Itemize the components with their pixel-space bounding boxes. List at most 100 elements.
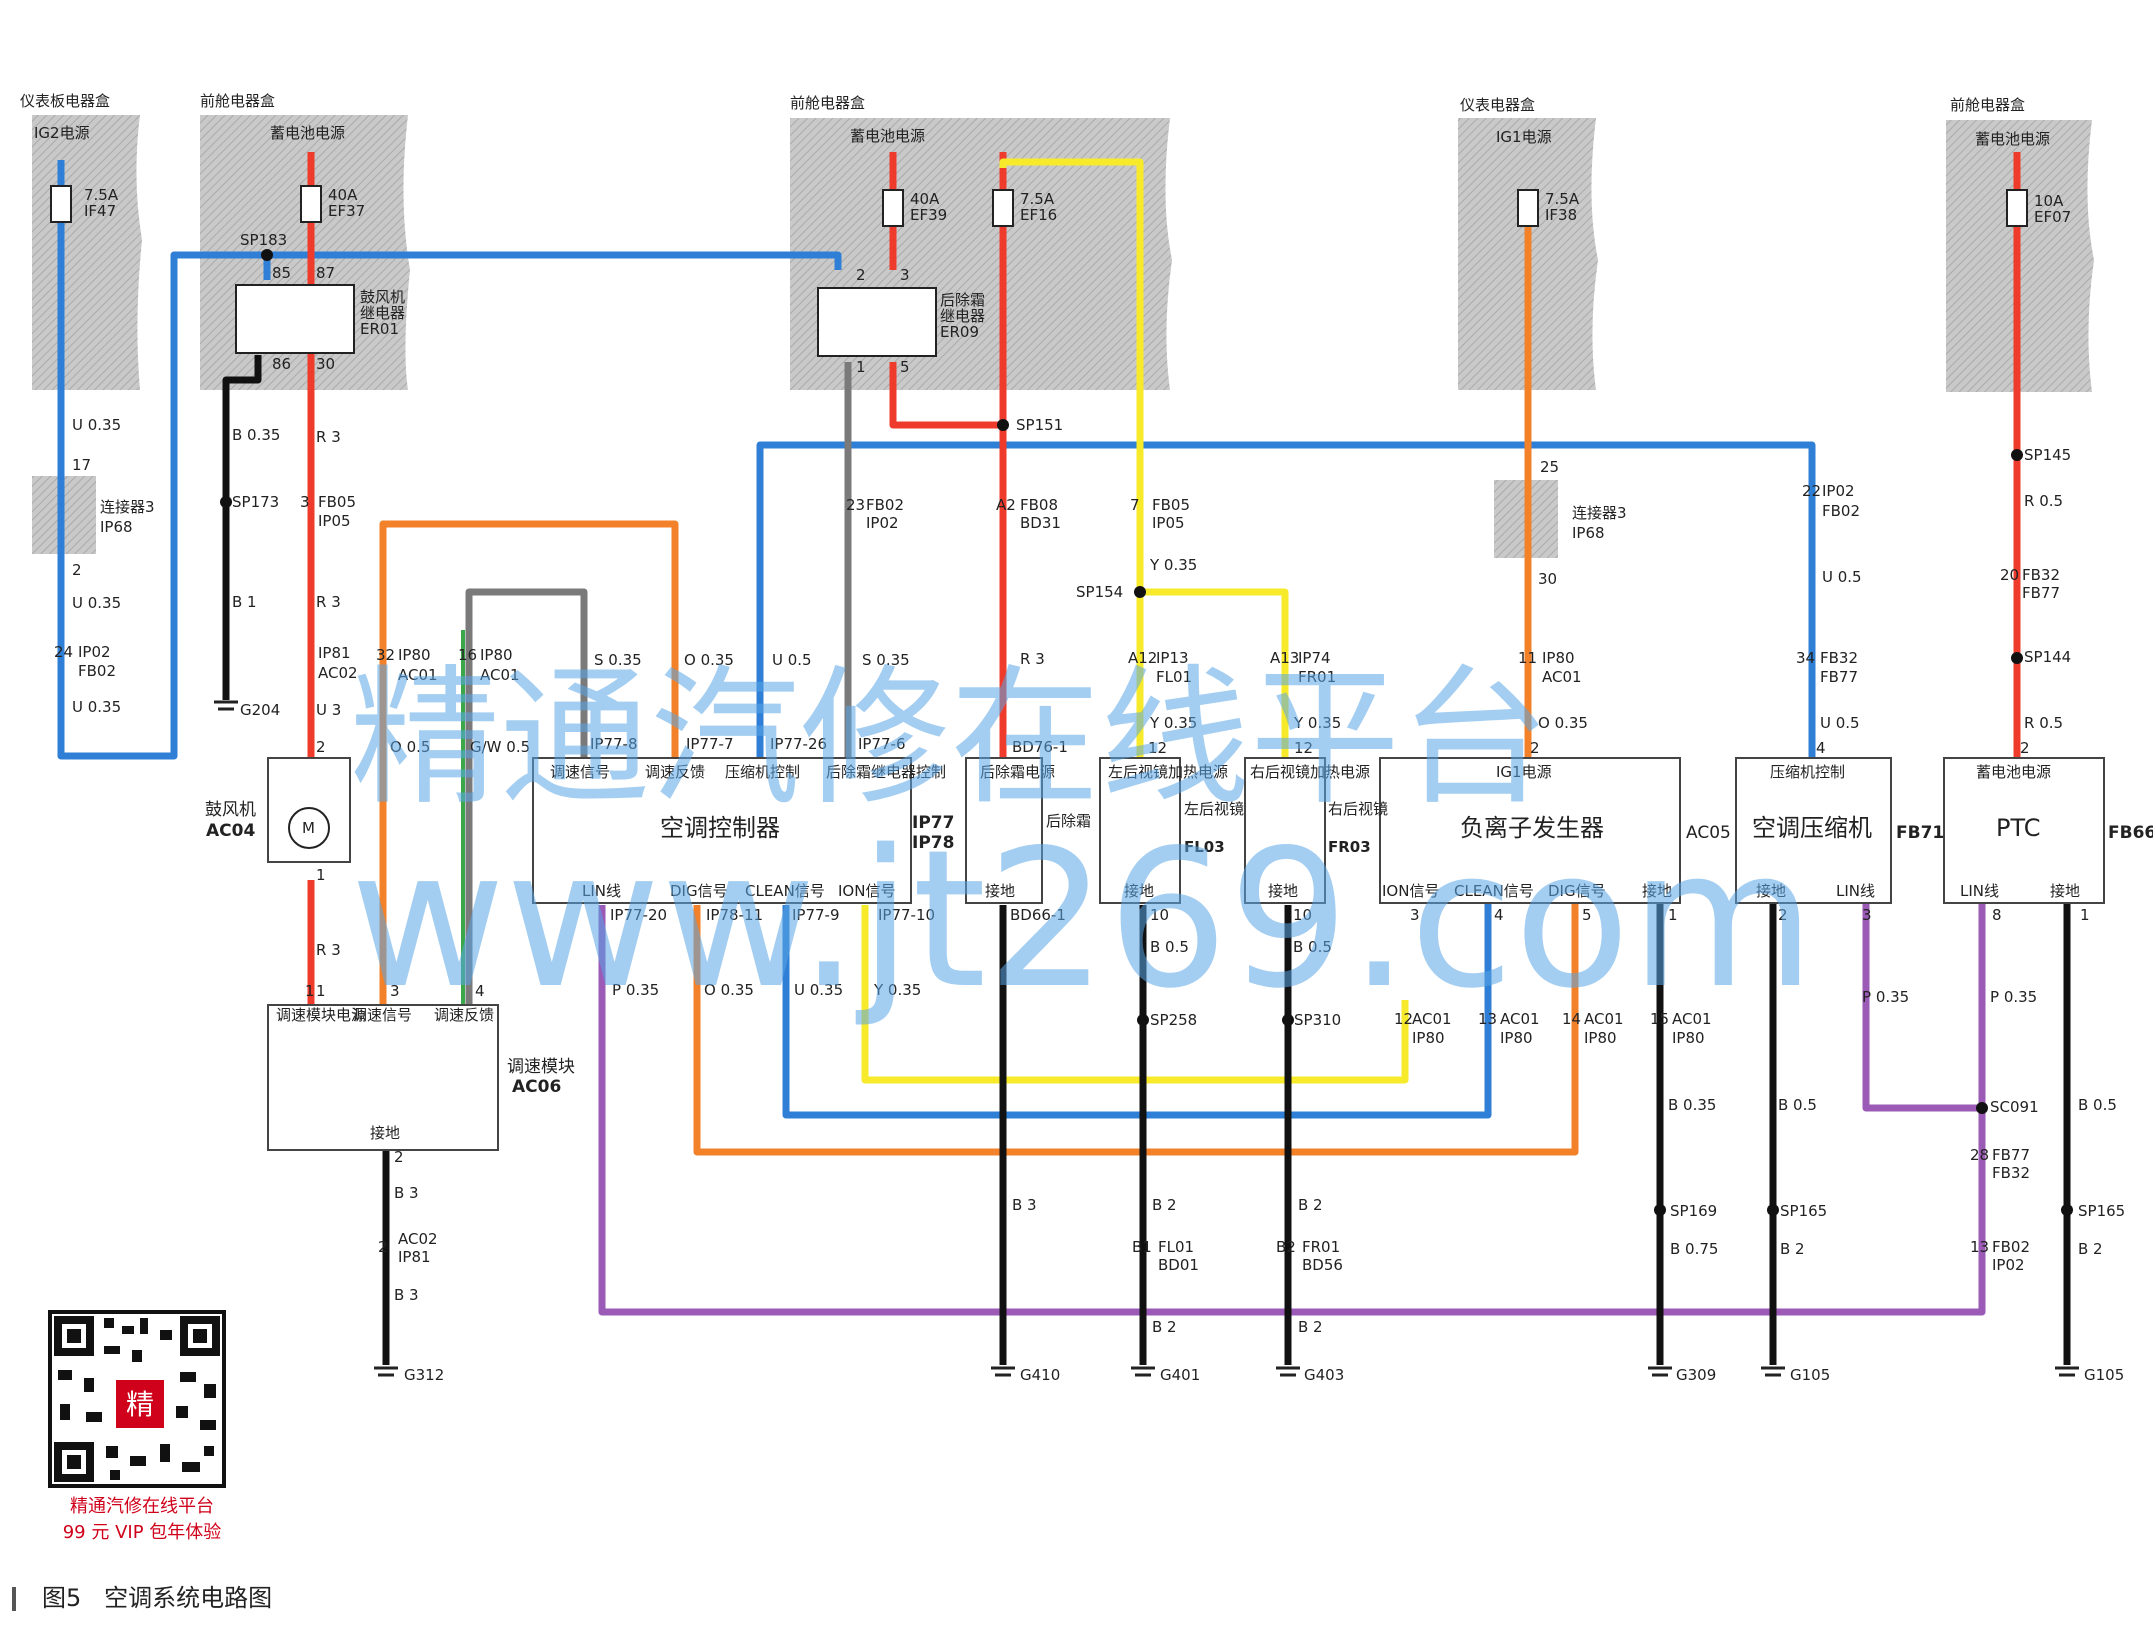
wire-label: R 0.5 bbox=[2024, 492, 2063, 510]
ion-code: AC05 bbox=[1686, 823, 1731, 843]
wire-label: BD56 bbox=[1302, 1256, 1343, 1274]
wire-label: SP145 bbox=[2024, 446, 2071, 464]
b3-pin3: 3 bbox=[900, 266, 910, 284]
wire-label: 32 bbox=[376, 646, 395, 664]
b5-fuse1: 10A bbox=[2034, 192, 2064, 210]
watermark-line2: www.jt269.com bbox=[350, 809, 1815, 1030]
wire-label: 2 bbox=[2020, 739, 2030, 757]
qr-text-line1: 精通汽修在线平台 bbox=[70, 1496, 214, 1517]
wire-label: IP05 bbox=[318, 512, 351, 530]
wire-label: 2 bbox=[1530, 739, 1540, 757]
ctrl-code1: IP77 bbox=[912, 813, 954, 833]
b3-fuse3: 7.5A bbox=[1020, 190, 1055, 208]
b5-title: 前舱电器盒 bbox=[1950, 96, 2025, 114]
wire-label: 22 bbox=[1802, 482, 1821, 500]
b4-src: IG1电源 bbox=[1496, 128, 1552, 146]
wire-label: SP173 bbox=[232, 493, 279, 511]
wire-label: U 0.5 bbox=[772, 651, 812, 669]
b3-relay2: 继电器 bbox=[940, 307, 985, 325]
b3-fuse2: EF39 bbox=[910, 206, 947, 224]
ctrl-pin-3: IP77-6 bbox=[858, 735, 906, 753]
wire-label: B 0.5 bbox=[1293, 938, 1332, 956]
wire-label: 连接器3 bbox=[100, 498, 155, 516]
ion-bottom-2: DIG信号 bbox=[1548, 882, 1606, 900]
wire-label: P 0.35 bbox=[1862, 988, 1909, 1006]
wire-label: IP02 bbox=[1992, 1256, 2025, 1274]
wire-label: 1 bbox=[2080, 906, 2090, 924]
ac06-pin3-label: 调速信号 bbox=[352, 1006, 412, 1024]
wire-label: IP81 bbox=[398, 1248, 431, 1266]
ctrl-code2: IP78 bbox=[912, 833, 954, 853]
wire-label: B 0.5 bbox=[2078, 1096, 2117, 1114]
watermark-line1: 精通汽修在线平台 bbox=[350, 652, 1550, 826]
caption-title: 空调系统电路图 bbox=[104, 1584, 273, 1612]
wire-label: B 1 bbox=[232, 593, 257, 611]
wires bbox=[57, 152, 2071, 1365]
ctrl-pin-0: IP77-8 bbox=[590, 735, 638, 753]
ptc-top: 蓄电池电源 bbox=[1976, 763, 2051, 781]
b3-relay1: 后除霜 bbox=[940, 291, 985, 309]
wire-label: FB32 bbox=[1820, 649, 1858, 667]
ac06-pin4: 4 bbox=[475, 982, 485, 1000]
wire-label: IP81 bbox=[318, 644, 351, 662]
wire-label: FB02 bbox=[866, 496, 904, 514]
wire-label: B 2 bbox=[1152, 1196, 1177, 1214]
b2-fuse1: 40A bbox=[328, 186, 358, 204]
wire-label: BD66-1 bbox=[1010, 906, 1066, 924]
rear-defrost-box bbox=[965, 757, 1043, 904]
ctrl-top-3: 后除霜继电器控制 bbox=[826, 763, 946, 781]
wire-label: R 3 bbox=[316, 428, 341, 446]
wire-label: 3 bbox=[300, 493, 310, 511]
wire-o035-dig bbox=[693, 900, 1579, 1156]
b1-src: IG2电源 bbox=[34, 124, 90, 142]
wire-p035-comp bbox=[1862, 900, 1982, 1112]
b5-fuse2: EF07 bbox=[2034, 208, 2071, 226]
wire-label: AC01 bbox=[1412, 1010, 1452, 1028]
wire-label: U 3 bbox=[316, 701, 341, 719]
b2-relay1: 鼓风机 bbox=[360, 288, 405, 306]
wire-y035-right bbox=[1140, 588, 1289, 760]
wire-label: Y 0.35 bbox=[873, 981, 921, 999]
wire-label: FB77 bbox=[1992, 1146, 2030, 1164]
ctrl-top-1: 调速反馈 bbox=[645, 763, 705, 781]
wire-label: 8 bbox=[1992, 906, 2002, 924]
wire-label: AC02 bbox=[398, 1230, 438, 1248]
wire-label: 20 bbox=[2000, 566, 2019, 584]
rmirror-top: 右后视镜加热电源 bbox=[1250, 763, 1370, 781]
b2-pin86: 86 bbox=[272, 355, 291, 373]
wire-label: AC01 bbox=[1672, 1010, 1712, 1028]
wire-label: G401 bbox=[1160, 1366, 1200, 1384]
wire-label: SP183 bbox=[240, 231, 287, 249]
wire-u05-top bbox=[756, 441, 1816, 760]
ac06-ground: 接地 bbox=[370, 1124, 400, 1142]
wire-label: 1 bbox=[316, 866, 326, 884]
wire-label: 23 bbox=[846, 496, 865, 514]
wire-label: A13 bbox=[1270, 649, 1299, 667]
qr-caption: 精通汽修在线平台 99 元 VIP 包年体验 bbox=[42, 1492, 242, 1544]
wire-label: B 3 bbox=[1012, 1196, 1037, 1214]
wire-label: S 0.35 bbox=[594, 651, 642, 669]
wire-label: 连接器3 bbox=[1572, 504, 1627, 522]
wire-label: BD76-1 bbox=[1012, 738, 1068, 756]
wire-label: IP68 bbox=[100, 518, 133, 536]
wire-label: FB32 bbox=[2022, 566, 2060, 584]
wire-label: FB05 bbox=[1152, 496, 1190, 514]
ion-top: IG1电源 bbox=[1496, 763, 1552, 781]
b1-fuse2: IF47 bbox=[84, 202, 116, 220]
wire-label: BD01 bbox=[1158, 1256, 1199, 1274]
wire-label: B1 bbox=[1132, 1238, 1152, 1256]
ptc-bottom-1: 接地 bbox=[2050, 882, 2080, 900]
lmirror-top: 左后视镜加热电源 bbox=[1108, 763, 1228, 781]
wire-label: IP02 bbox=[1822, 482, 1855, 500]
relay-er09 bbox=[817, 287, 937, 357]
wire-label: U 0.5 bbox=[1822, 568, 1862, 586]
controller-box bbox=[532, 757, 912, 904]
fuses bbox=[50, 185, 2028, 227]
comp-code: FB71 bbox=[1896, 823, 1944, 843]
b3-pin2: 2 bbox=[856, 266, 866, 284]
wire-u035-clean bbox=[782, 900, 1492, 1119]
wire-label: AC01 bbox=[480, 666, 520, 684]
ctrl-top-0: 调速信号 bbox=[550, 763, 610, 781]
comp-bottom-0: 接地 bbox=[1756, 882, 1786, 900]
